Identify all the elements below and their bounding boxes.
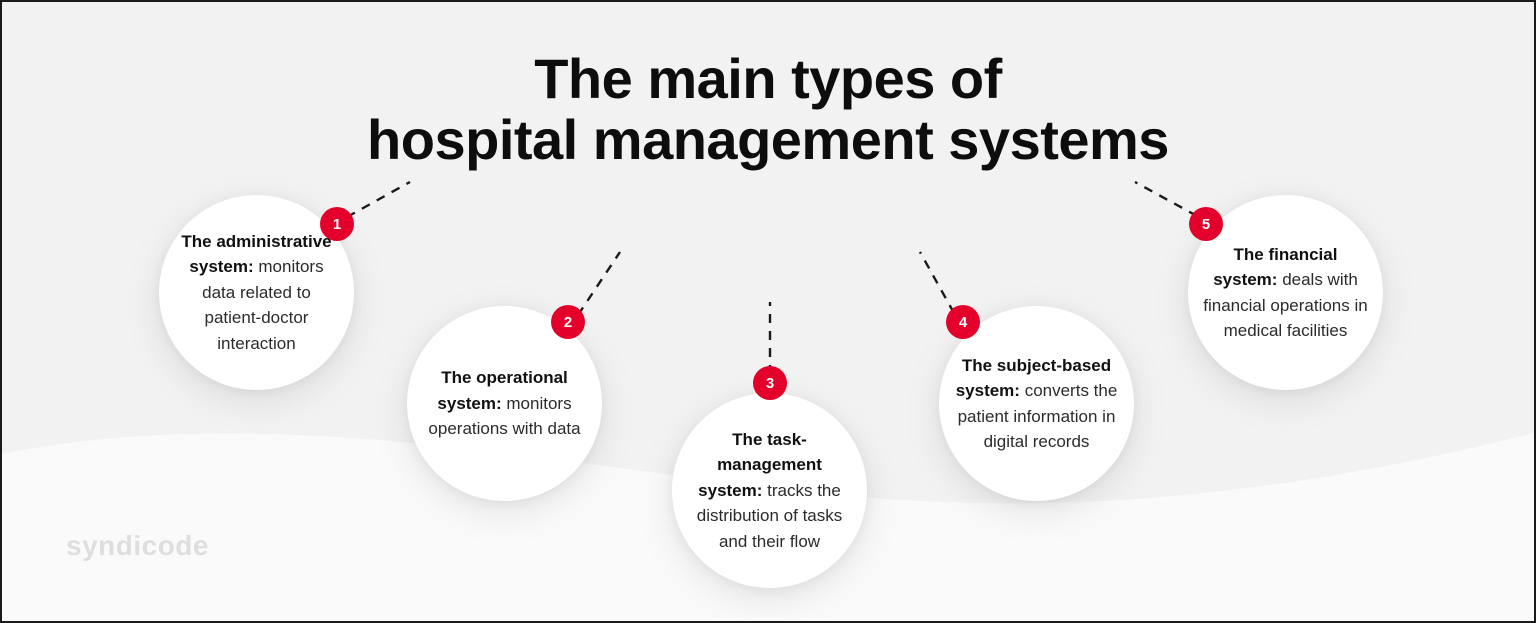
- node-task-management-system[interactable]: The task-management system: tracks the d…: [672, 393, 867, 588]
- syndicode-logo: syndicode: [66, 530, 209, 561]
- connector-line-1: [346, 180, 411, 219]
- title-line-2: hospital management systems: [367, 108, 1169, 171]
- node-badge-2[interactable]: 2: [551, 305, 585, 339]
- node-text: The operational system: monitors operati…: [407, 365, 602, 442]
- node-text: The subject-based system: converts the p…: [939, 353, 1134, 455]
- node-badge-number: 1: [332, 215, 342, 233]
- node-badge-4[interactable]: 4: [946, 305, 980, 339]
- node-badge-number: 3: [765, 374, 775, 392]
- connector-line-4: [918, 251, 956, 314]
- node-text: The financial system: deals with financi…: [1188, 242, 1383, 344]
- node-badge-5[interactable]: 5: [1189, 207, 1223, 241]
- node-text: The task-management system: tracks the d…: [672, 427, 867, 555]
- connector-line-5: [1134, 180, 1198, 218]
- node-badge-number: 4: [958, 313, 968, 331]
- title-line-1: The main types of: [534, 47, 1002, 110]
- node-badge-number: 5: [1201, 215, 1211, 233]
- node-text: The administrative system: monitors data…: [159, 229, 354, 357]
- page-title: The main types of hospital management sy…: [2, 48, 1534, 170]
- node-badge-1[interactable]: 1: [320, 207, 354, 241]
- node-badge-3[interactable]: 3: [753, 366, 787, 400]
- node-badge-number: 2: [563, 313, 573, 331]
- connector-line-2: [577, 251, 621, 316]
